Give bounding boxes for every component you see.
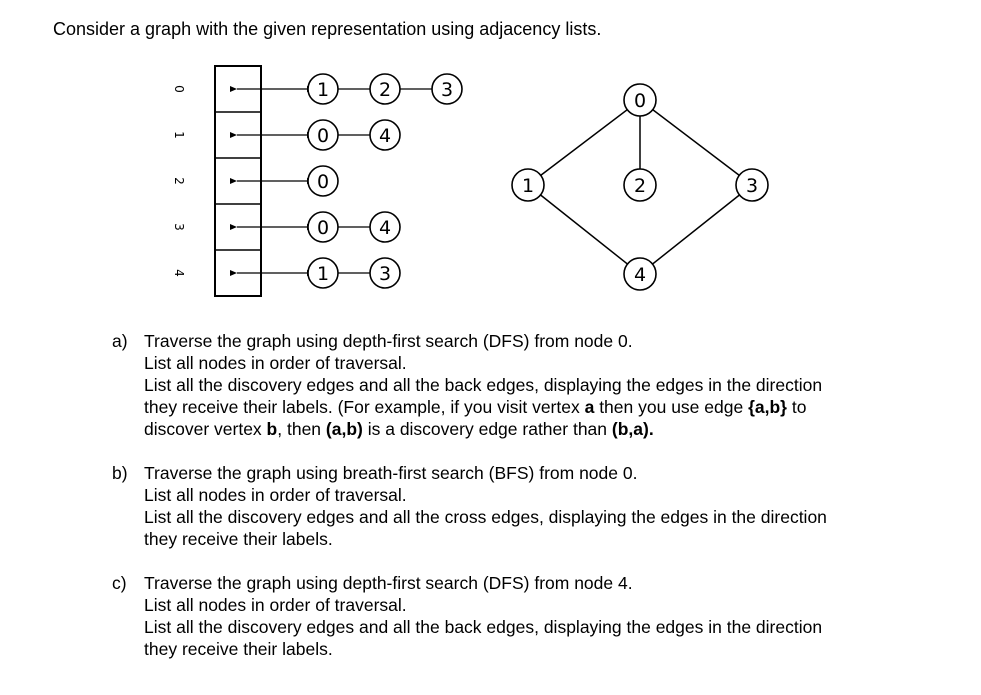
question-b-line-1: Traverse the graph using breath-first se… — [144, 463, 638, 483]
list-node — [431, 73, 463, 105]
list-node-label: 3 — [441, 79, 453, 101]
graph-edge — [639, 184, 753, 275]
array-index-label: 2 — [172, 177, 186, 185]
list-node — [369, 257, 401, 289]
list-node-label: 3 — [379, 263, 391, 285]
question-b: b) Traverse the graph using breath-first… — [112, 462, 972, 550]
questions: a) Traverse the graph using depth-first … — [112, 330, 972, 682]
bold-term: a — [584, 397, 595, 417]
list-node-label: 0 — [317, 171, 329, 193]
graph-figure: 0 1 2 3 1 0 4 2 0 3 0 4 4 1 3 0 1 2 3 4 — [172, 65, 769, 297]
question-a: a) Traverse the graph using depth-first … — [112, 330, 972, 440]
bold-term: (b,a). — [611, 419, 654, 439]
text-run: , then — [277, 419, 326, 439]
list-node-label: 0 — [317, 125, 329, 147]
array-index-label: 0 — [172, 85, 186, 93]
list-node — [369, 211, 401, 243]
question-a-line-4: they receive their labels. (For example,… — [144, 396, 972, 418]
question-b-line-3: List all the discovery edges and all the… — [144, 507, 827, 527]
problem-statement: Consider a graph with the given represen… — [53, 19, 602, 39]
graph-node-label: 3 — [746, 175, 758, 197]
question-a-line-2: List all nodes in order of traversal. — [144, 353, 407, 373]
text-run: they receive their labels. (For example,… — [144, 397, 585, 417]
text-run: discover vertex — [144, 419, 267, 439]
list-node-label: 0 — [317, 217, 329, 239]
list-node-label: 4 — [379, 125, 391, 147]
array-index-label: 1 — [172, 131, 186, 139]
list-node-label: 4 — [379, 217, 391, 239]
graph-node-label: 0 — [634, 90, 646, 112]
list-node — [307, 165, 339, 197]
text-run: then you use edge — [594, 397, 749, 417]
question-b-letter: b) — [112, 463, 128, 483]
question-c-line-1: Traverse the graph using depth-first sea… — [144, 573, 633, 593]
question-a-line-5: discover vertex b, then (a,b) is a disco… — [144, 418, 972, 440]
graph-node — [623, 168, 657, 202]
list-node — [369, 119, 401, 151]
graph-edge — [527, 184, 641, 275]
bold-term: (a,b) — [325, 419, 363, 439]
question-c-letter: c) — [112, 573, 127, 593]
question-a-line-1: Traverse the graph using depth-first sea… — [144, 331, 633, 351]
graph-edge — [527, 99, 641, 186]
question-c: c) Traverse the graph using depth-first … — [112, 572, 972, 660]
question-c-line-2: List all nodes in order of traversal. — [144, 595, 407, 615]
graph-node-label: 1 — [522, 175, 534, 197]
graph-drawing: 0 1 2 3 4 — [511, 83, 769, 291]
bold-term: {a,b} — [748, 397, 787, 417]
graph-edge — [639, 99, 753, 186]
text-run: to — [786, 397, 807, 417]
question-a-letter: a) — [112, 331, 128, 351]
graph-node-label: 2 — [634, 175, 646, 197]
graph-node-label: 4 — [634, 264, 646, 286]
list-node-label: 2 — [379, 79, 391, 101]
graph-node — [623, 257, 657, 291]
question-c-line-4: they receive their labels. — [144, 639, 333, 659]
array-index-label: 3 — [172, 223, 186, 231]
adjacency-list-diagram: 0 1 2 3 1 0 4 2 0 3 0 4 4 1 3 — [172, 65, 463, 297]
list-node-label: 1 — [317, 79, 329, 101]
list-node-label: 1 — [317, 263, 329, 285]
question-a-line-3: List all the discovery edges and all the… — [144, 375, 823, 395]
question-b-line-4: they receive their labels. — [144, 529, 333, 549]
graph-node — [511, 168, 545, 202]
bold-term: b — [266, 419, 278, 439]
graph-node — [623, 83, 657, 117]
text-run: is a discovery edge rather than — [362, 419, 612, 439]
graph-node — [735, 168, 769, 202]
question-b-line-2: List all nodes in order of traversal. — [144, 485, 407, 505]
array-index-label: 4 — [172, 269, 186, 277]
question-c-line-3: List all the discovery edges and all the… — [144, 617, 823, 637]
